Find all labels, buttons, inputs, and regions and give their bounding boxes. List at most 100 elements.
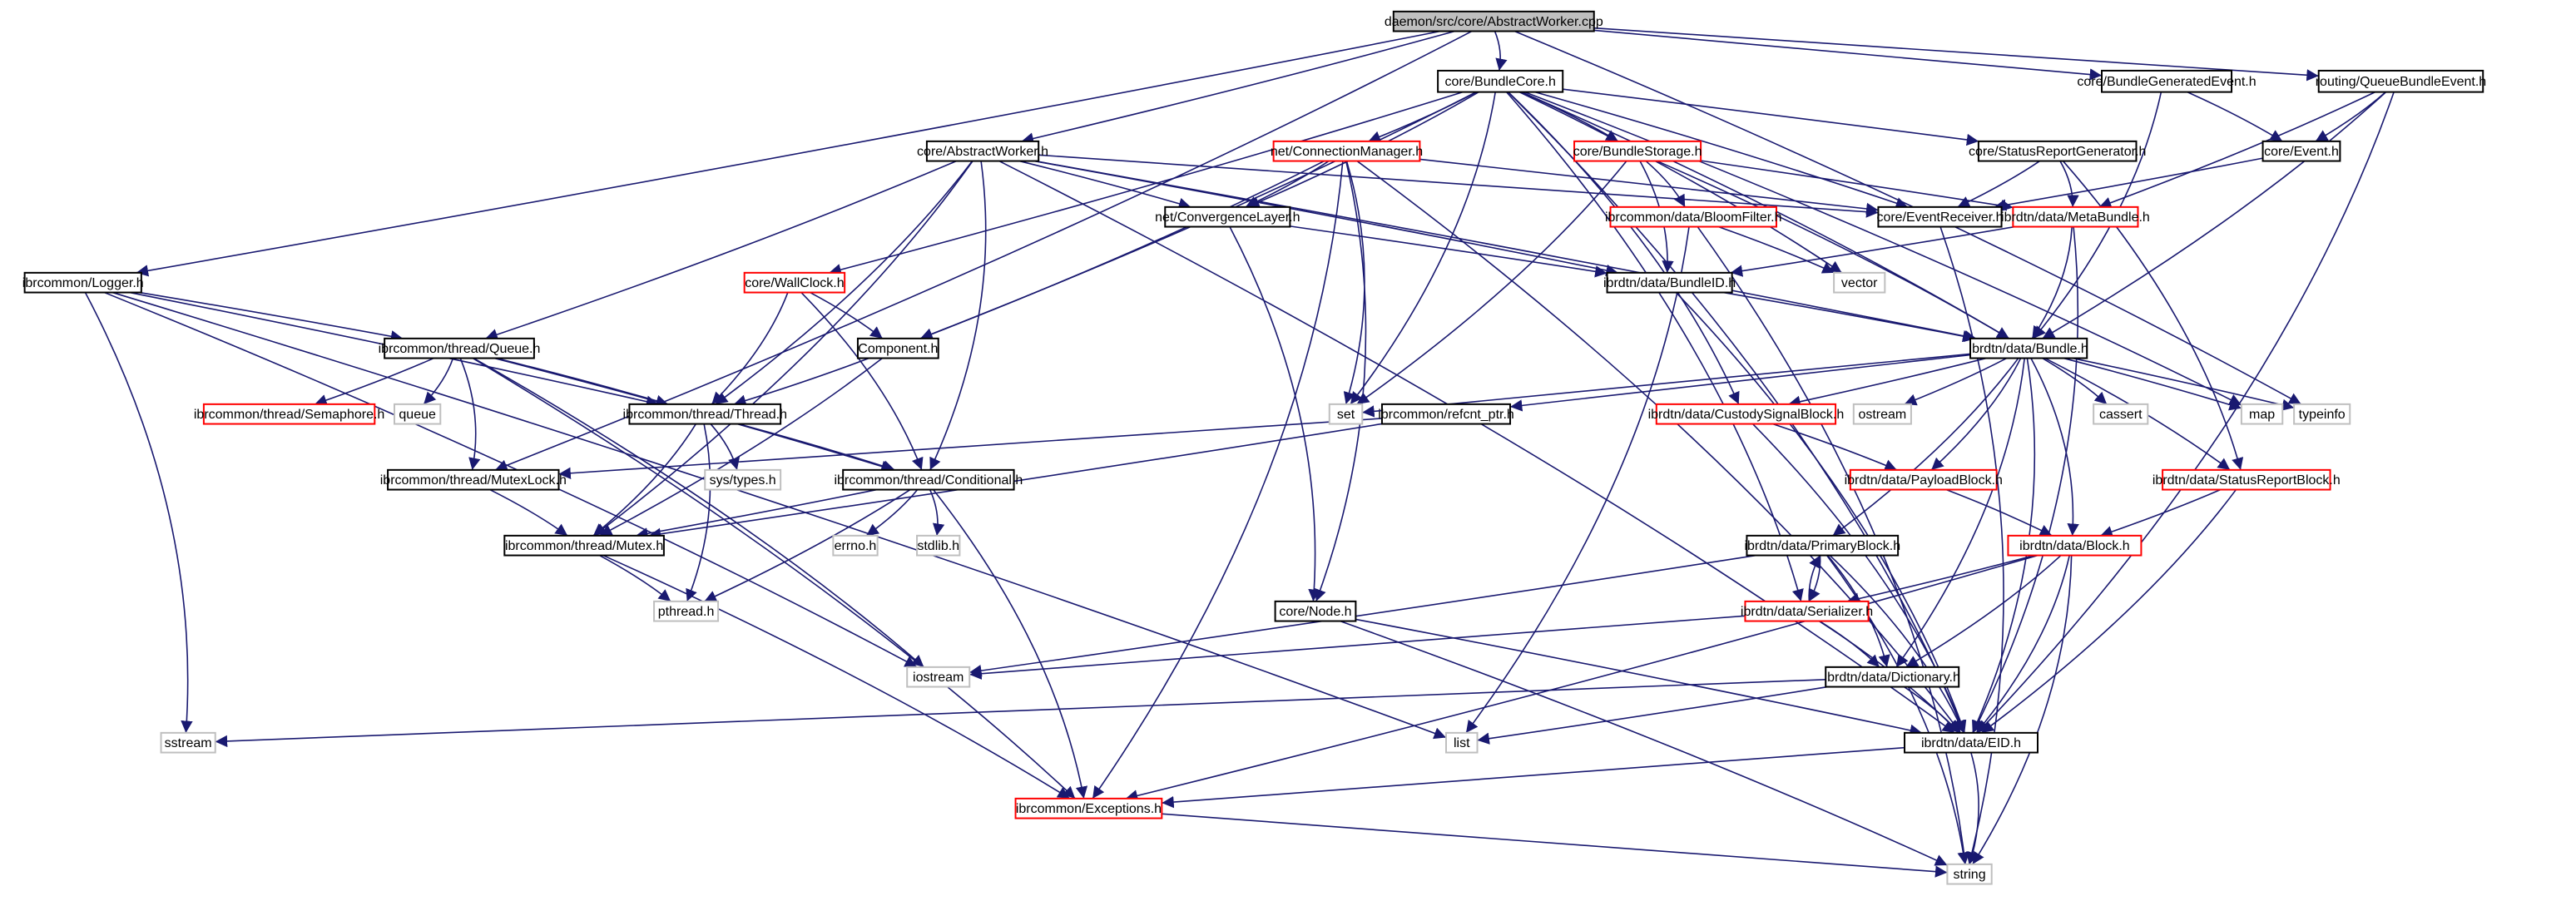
node-box bbox=[1825, 666, 1960, 688]
edge-bundle-to-map bbox=[2063, 357, 2242, 411]
node-bundleid[interactable]: ibrdtn/data/BundleID.h bbox=[1603, 271, 1736, 294]
node-logger[interactable]: ibrcommon/Logger.h bbox=[22, 271, 144, 294]
edge-bundlecore-to-eventreceiver bbox=[1534, 91, 1909, 210]
node-bundlecore[interactable]: core/BundleCore.h bbox=[1437, 69, 1564, 93]
node-box bbox=[2007, 534, 2143, 557]
node-box bbox=[1852, 403, 1912, 425]
node-eid[interactable]: ibrdtn/data/EID.h bbox=[1904, 731, 2039, 754]
edge-logger-to-queueh bbox=[139, 291, 404, 343]
edge-bundlecore-to-wallclock bbox=[829, 91, 1464, 276]
node-mutexlock[interactable]: ibrcommon/thread/MutexLock.h bbox=[380, 468, 567, 491]
node-label: core/WallClock.h bbox=[745, 276, 844, 290]
node-label: core/Event.h bbox=[2264, 145, 2339, 159]
node-bloomfilter[interactable]: ibrcommon/data/BloomFilter.h bbox=[1605, 205, 1782, 228]
node-conditional[interactable]: ibrcommon/thread/Conditional.h bbox=[834, 468, 1023, 491]
node-label: ibrcommon/thread/Mutex.h bbox=[505, 539, 663, 553]
node-queueh[interactable]: ibrcommon/thread/Queue.h bbox=[379, 337, 541, 359]
node-box bbox=[384, 337, 535, 359]
edge-metabundle-to-bundle bbox=[2031, 226, 2073, 339]
node-component[interactable]: Component.h bbox=[856, 337, 939, 359]
edge-bundlecore-to-set bbox=[1350, 92, 1497, 405]
node-connmgr[interactable]: net/ConnectionManager.h bbox=[1271, 140, 1423, 162]
edge-custody-to-payload bbox=[1772, 423, 1898, 471]
node-root[interactable]: daemon/src/core/AbstractWorker.cpp bbox=[1385, 10, 1603, 32]
node-iostream: iostream bbox=[906, 666, 971, 688]
node-payload[interactable]: ibrdtn/data/PayloadBlock.h bbox=[1845, 468, 2003, 491]
node-convergence[interactable]: net/ConvergenceLayer.h bbox=[1155, 205, 1300, 228]
edge-connmgr-to-exceptions bbox=[1092, 161, 1344, 800]
node-box bbox=[1946, 863, 1993, 885]
node-stdlib: stdlib.h bbox=[916, 534, 961, 557]
node-box bbox=[394, 403, 442, 425]
node-abstractworker[interactable]: core/AbstractWorker.h bbox=[917, 140, 1048, 162]
node-label: net/ConnectionManager.h bbox=[1271, 145, 1423, 159]
node-wallclock[interactable]: core/WallClock.h bbox=[743, 271, 846, 294]
edge-root-to-bundlegenerated bbox=[1593, 29, 2103, 81]
node-errno: errno.h bbox=[832, 534, 879, 557]
edge-convergence-to-node bbox=[1229, 226, 1320, 601]
edge-bundle-to-block bbox=[2030, 358, 2079, 536]
node-label: core/AbstractWorker.h bbox=[917, 145, 1048, 159]
node-label: core/BundleCore.h bbox=[1444, 75, 1555, 89]
node-dictionary[interactable]: ibrdtn/data/Dictionary.h bbox=[1825, 666, 1960, 688]
node-eventreceiver[interactable]: core/EventReceiver.h bbox=[1876, 205, 2004, 228]
node-bundlegenerated[interactable]: core/BundleGeneratedEvent.h bbox=[2077, 69, 2256, 93]
node-metabundle[interactable]: ibrdtn/data/MetaBundle.h bbox=[2001, 205, 2150, 228]
node-custody[interactable]: ibrdtn/data/CustodySignalBlock.h bbox=[1648, 403, 1845, 425]
edge-abstractworker-to-mutex bbox=[593, 161, 973, 537]
node-node[interactable]: core/Node.h bbox=[1274, 600, 1357, 622]
node-label: ibrcommon/data/BloomFilter.h bbox=[1605, 210, 1782, 225]
node-box bbox=[503, 534, 665, 557]
edge-bundlegenerated-to-event bbox=[2187, 91, 2283, 142]
node-label: sstream bbox=[165, 736, 212, 750]
node-label: sys/types.h bbox=[710, 473, 776, 488]
edge-exceptions-to-string bbox=[1162, 813, 1948, 878]
edge-bundle-to-primary bbox=[1832, 358, 2019, 537]
node-queuebundle[interactable]: routing/QueueBundleEvent.h bbox=[2316, 69, 2486, 93]
edge-logger-to-list bbox=[112, 291, 1447, 740]
node-box bbox=[2293, 403, 2351, 425]
edge-queuebundle-to-metabundle bbox=[2098, 91, 2376, 209]
edge-logger-to-sstream bbox=[84, 292, 193, 733]
node-serializer[interactable]: ibrdtn/data/Serializer.h bbox=[1741, 600, 1873, 622]
edge-bundle-to-payload bbox=[1930, 358, 2022, 471]
node-mutex[interactable]: ibrcommon/thread/Mutex.h bbox=[503, 534, 665, 557]
node-semaphore[interactable]: ibrcommon/thread/Semaphore.h bbox=[194, 403, 384, 425]
edge-wallclock-to-conditional bbox=[800, 291, 924, 471]
node-label: queue bbox=[399, 408, 436, 422]
node-box bbox=[1904, 731, 2039, 754]
edge-statusreportgen-to-metabundle bbox=[2059, 161, 2079, 207]
node-block[interactable]: ibrdtn/data/Block.h bbox=[2007, 534, 2143, 557]
node-label: ibrdtn/data/PrimaryBlock.h bbox=[1744, 539, 1900, 553]
edge-block-to-dictionary bbox=[1905, 554, 2062, 668]
node-statusreportblock[interactable]: ibrdtn/data/StatusReportBlock.h bbox=[2152, 468, 2341, 491]
node-box bbox=[23, 271, 142, 294]
node-box bbox=[925, 140, 1040, 162]
edge-block-to-eid bbox=[1975, 555, 2071, 734]
node-label: ibrdtn/data/MetaBundle.h bbox=[2001, 210, 2150, 225]
edge-queueh-to-semaphore bbox=[315, 357, 434, 406]
node-primary[interactable]: ibrdtn/data/PrimaryBlock.h bbox=[1744, 534, 1900, 557]
edge-queueh-to-mutexlock bbox=[459, 358, 481, 471]
node-label: routing/QueueBundleEvent.h bbox=[2316, 75, 2486, 89]
node-label: map bbox=[2249, 408, 2275, 422]
edge-mutex-to-exceptions bbox=[602, 554, 1071, 800]
node-exceptions[interactable]: ibrcommon/Exceptions.h bbox=[1014, 797, 1163, 819]
node-bundle[interactable]: ibrdtn/data/Bundle.h bbox=[1969, 337, 2088, 359]
edge-thread-to-systypes bbox=[710, 423, 741, 471]
node-box bbox=[1606, 271, 1733, 294]
nodes-layer: daemon/src/core/AbstractWorker.cpp core/B… bbox=[22, 10, 2486, 885]
node-label: ibrdtn/data/Bundle.h bbox=[1969, 342, 2088, 356]
node-statusreportgen[interactable]: core/StatusReportGenerator.h bbox=[1969, 140, 2146, 162]
node-box bbox=[1014, 797, 1163, 819]
node-thread[interactable]: ibrcommon/thread/Thread.h bbox=[623, 403, 787, 425]
node-map: map bbox=[2240, 403, 2284, 425]
edge-statusreportblock-to-block bbox=[2100, 488, 2222, 537]
node-event[interactable]: core/Event.h bbox=[2261, 140, 2341, 162]
node-refcnt[interactable]: ibrcommon/refcnt_ptr.h bbox=[1378, 403, 1514, 425]
edge-component-to-mutex bbox=[599, 357, 883, 537]
node-bundlestorage[interactable]: core/BundleStorage.h bbox=[1573, 140, 1702, 162]
node-label: ostream bbox=[1858, 408, 1906, 422]
node-label: string bbox=[1953, 868, 1985, 882]
